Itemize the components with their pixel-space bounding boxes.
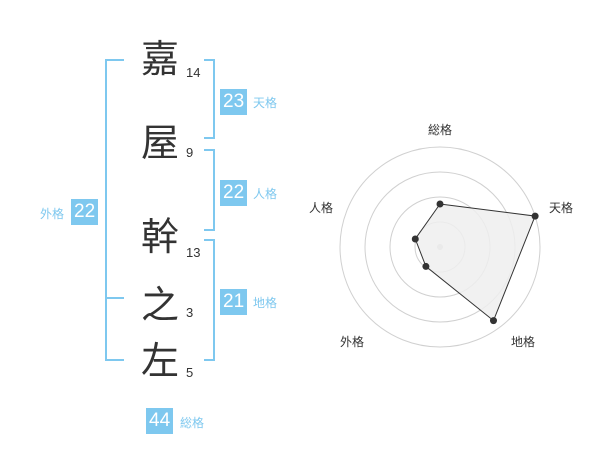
radar-point-1	[531, 212, 539, 220]
stroke-count: 5	[186, 365, 194, 380]
name-char: 左	[140, 339, 179, 383]
stroke-count: 14	[186, 65, 201, 80]
chikaku-value: 21	[220, 289, 248, 315]
name-char: 幹	[140, 215, 179, 259]
chikaku-bracket	[204, 239, 215, 361]
stroke-count: 3	[186, 305, 194, 320]
stroke-count: 9	[186, 145, 194, 160]
radar-label-tenkaku: 天格	[549, 201, 574, 215]
jinkaku-bracket	[204, 149, 215, 231]
radar-ring	[339, 146, 541, 348]
jinkaku-value: 22	[220, 180, 248, 206]
gaikaku-value: 22	[71, 199, 99, 225]
soukaku-value: 44	[146, 408, 174, 434]
gaikaku-bracket	[105, 59, 124, 361]
radar-label-soukaku: 総格	[428, 123, 453, 137]
radar-polygon	[414, 203, 536, 322]
radar-point-0	[436, 200, 444, 208]
radar-point-2	[489, 317, 497, 325]
radar-point-3	[422, 262, 430, 270]
tenkaku-label: 天格	[253, 96, 278, 110]
name-char: 嘉	[140, 37, 179, 81]
soukaku-label: 総格	[180, 416, 205, 430]
radar-point-4	[411, 235, 419, 243]
name-char: 屋	[140, 121, 179, 165]
radar-label-gaikaku: 外格	[340, 335, 365, 349]
tenkaku-bracket	[204, 59, 215, 139]
tenkaku-value: 23	[220, 89, 248, 115]
jinkaku-label: 人格	[253, 187, 278, 201]
gaikaku-label: 外格	[40, 207, 65, 221]
radar-label-chikaku: 地格	[511, 335, 536, 349]
chikaku-label: 地格	[253, 296, 278, 310]
radar-label-jinkaku: 人格	[309, 201, 334, 215]
name-char: 之	[140, 283, 179, 327]
stroke-count: 13	[186, 245, 201, 260]
